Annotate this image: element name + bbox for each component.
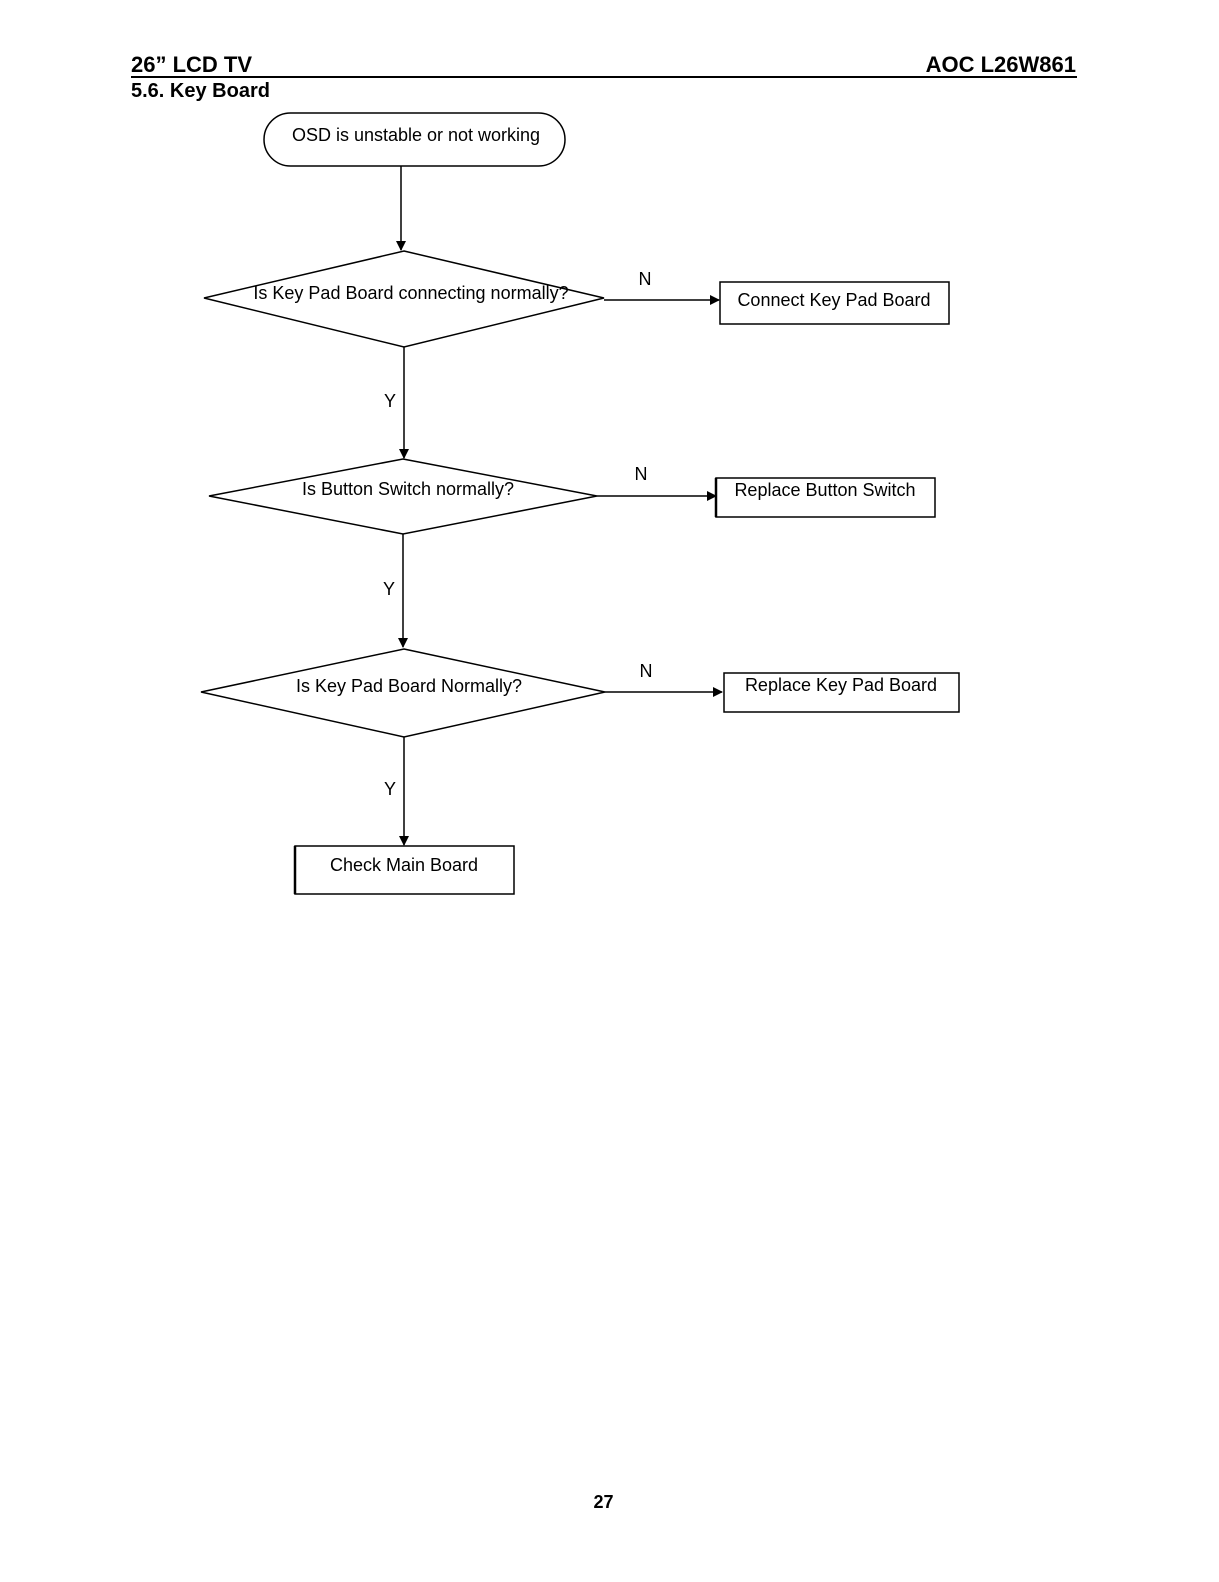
decision-1: Is Key Pad Board connecting normally? [204,251,604,347]
decision-1-yes-label: Y [384,391,396,411]
decision-2-no-label: N [635,464,648,484]
decision-1-no-label: N [639,269,652,289]
page-number: 27 [0,1492,1207,1513]
action-box-2: Replace Button Switch [716,478,935,517]
decision-2-yes-label: Y [383,579,395,599]
action-2-label: Replace Button Switch [734,480,915,500]
action-box-3: Replace Key Pad Board [724,673,959,712]
decision-3: Is Key Pad Board Normally? [201,649,605,737]
action-1-label: Connect Key Pad Board [737,290,930,310]
decision-3-yes-label: Y [384,779,396,799]
end-label: Check Main Board [330,855,478,875]
action-box-1: Connect Key Pad Board [720,282,949,324]
action-3-label: Replace Key Pad Board [745,675,937,695]
start-label: OSD is unstable or not working [292,125,540,145]
decision-3-no-label: N [640,661,653,681]
decision-3-question: Is Key Pad Board Normally? [296,676,522,696]
decision-1-question: Is Key Pad Board connecting normally? [253,283,568,303]
decision-2-question: Is Button Switch normally? [302,479,514,499]
decision-2: Is Button Switch normally? [209,459,597,534]
start-terminator: OSD is unstable or not working [264,113,565,166]
end-box: Check Main Board [295,846,514,894]
